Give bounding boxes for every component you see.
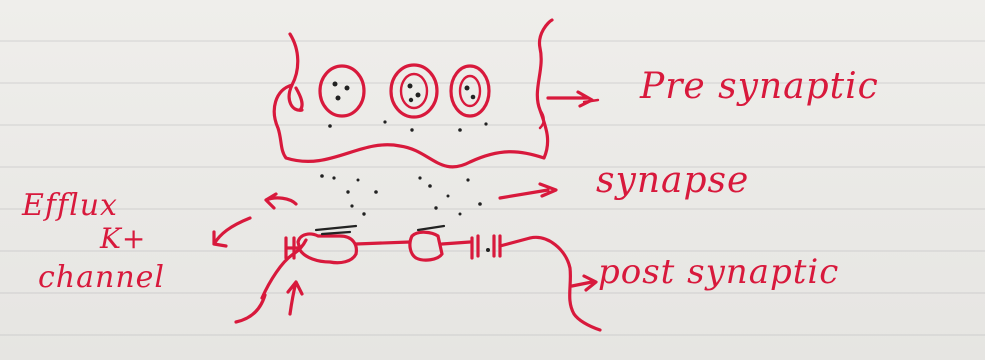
vesicle	[389, 63, 439, 119]
channel-label: channel	[38, 260, 165, 295]
synaptic-vesicles	[318, 63, 491, 119]
potassium-ion-label: K+	[100, 222, 147, 255]
presynaptic-terminal	[272, 18, 554, 169]
vesicle	[318, 64, 366, 118]
arrows	[212, 90, 600, 316]
vesicle	[449, 64, 491, 118]
postsynaptic-label: post synaptic	[598, 252, 840, 292]
synapse-label: synapse	[596, 160, 750, 201]
efflux-label: Efflux	[22, 188, 118, 223]
neurotransmitter-dots	[320, 120, 488, 216]
presynaptic-label: Pre synaptic	[640, 66, 879, 107]
postsynaptic-membrane	[234, 224, 602, 332]
